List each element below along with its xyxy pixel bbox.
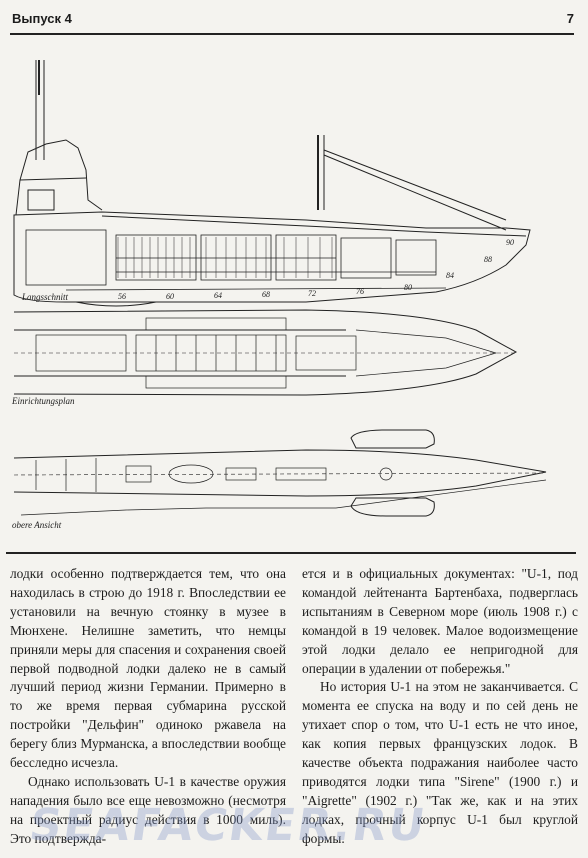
svg-text:72: 72 (308, 289, 316, 298)
top-view-label: obere Ansicht (12, 520, 62, 530)
svg-text:64: 64 (214, 291, 222, 300)
svg-text:84: 84 (446, 271, 454, 280)
submarine-drawing-svg: 56 60 64 68 72 76 80 84 88 90 (13, 60, 547, 517)
right-column: ется и в официальных документах: "U-1, п… (302, 565, 578, 850)
svg-text:88: 88 (484, 255, 492, 264)
svg-text:60: 60 (166, 292, 174, 301)
svg-text:76: 76 (356, 287, 364, 296)
page-number: 7 (566, 10, 574, 26)
left-paragraph-2: Однако использовать U-1 в качестве оружи… (10, 773, 286, 846)
longitudinal-section-label: Langsschnitt (22, 292, 69, 302)
svg-text:68: 68 (262, 290, 270, 299)
issue-label: Выпуск 4 (12, 10, 72, 26)
left-column: лодки особенно подтверждается тем, что о… (10, 565, 286, 850)
right-paragraph-2: Но история U-1 на этом не заканчивается.… (302, 679, 578, 846)
svg-text:80: 80 (404, 283, 412, 292)
left-paragraph-1: лодки особенно подтверждается тем, что о… (10, 566, 286, 771)
arrangement-plan-label: Einrichtungsplan (12, 396, 75, 406)
page-header: Выпуск 4 7 (12, 8, 574, 28)
right-paragraph-1: ется и в официальных документах: "U-1, п… (302, 566, 578, 676)
svg-text:56: 56 (118, 292, 126, 301)
svg-text:90: 90 (506, 238, 514, 247)
article-body: лодки особенно подтверждается тем, что о… (10, 565, 578, 850)
header-rule (10, 33, 574, 35)
submarine-drawing: 56 60 64 68 72 76 80 84 88 90 Langsschni… (6, 40, 576, 554)
